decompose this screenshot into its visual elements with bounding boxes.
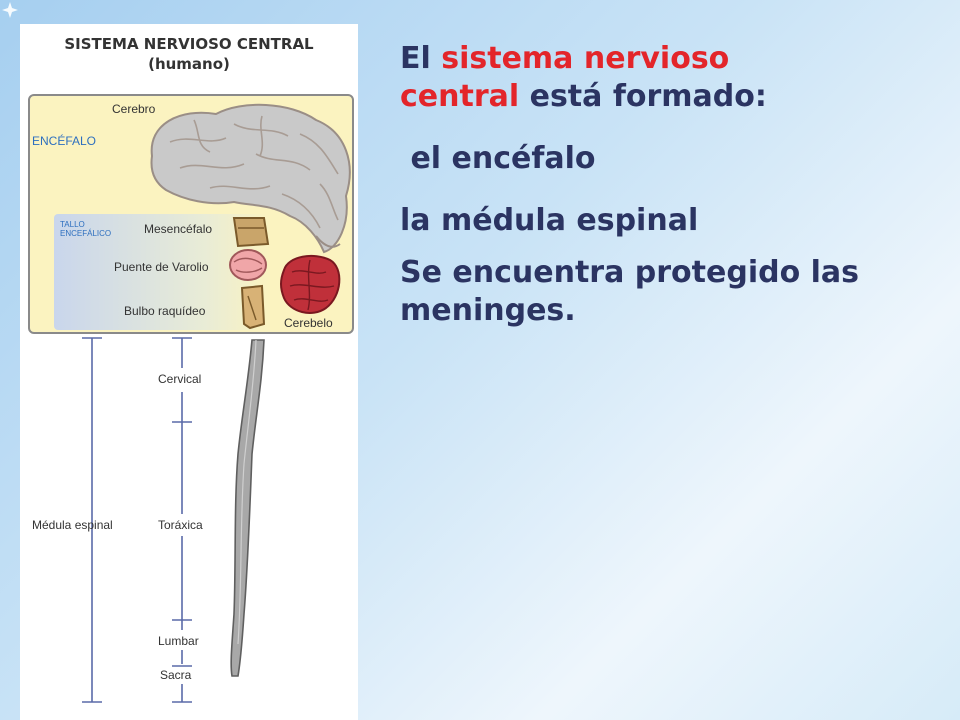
cerebelo-illustration bbox=[280, 254, 341, 314]
label-toraxica: Toráxica bbox=[158, 518, 203, 532]
label-cervical: Cervical bbox=[158, 372, 202, 386]
slide-text: El sistema nervioso central está formado… bbox=[400, 40, 900, 354]
label-lumbar: Lumbar bbox=[158, 634, 199, 648]
intro-suffix: está formado: bbox=[519, 79, 767, 114]
intro-prefix: El bbox=[400, 41, 442, 76]
label-tallo-line2: ENCEFÁLICO bbox=[60, 229, 112, 238]
corner-star-icon bbox=[2, 2, 18, 18]
segment-ruler bbox=[172, 337, 192, 703]
closing-paragraph: Se encuentra protegido las meninges. bbox=[400, 255, 860, 328]
figure-title-line2: (humano) bbox=[148, 55, 230, 73]
label-cerebelo: Cerebelo bbox=[284, 316, 333, 330]
intro-highlight-2: central bbox=[400, 79, 520, 114]
label-encefalo: ENCÉFALO bbox=[32, 134, 97, 148]
intro-paragraph: El sistema nervioso central está formado… bbox=[400, 40, 900, 116]
brain-illustration bbox=[150, 103, 351, 254]
label-cerebro: Cerebro bbox=[112, 102, 156, 116]
label-mesencefalo: Mesencéfalo bbox=[144, 222, 213, 236]
intro-highlight-1: sistema nervioso bbox=[441, 41, 730, 76]
label-puente: Puente de Varolio bbox=[114, 260, 209, 274]
bulbo-illustration bbox=[240, 284, 266, 330]
medula-bracket bbox=[82, 337, 102, 703]
figure-title: SISTEMA NERVIOSO CENTRAL (humano) bbox=[20, 34, 358, 74]
label-tallo-line1: TALLO bbox=[60, 220, 85, 229]
item-encefalo: el encéfalo bbox=[400, 141, 596, 176]
figure-title-line1: SISTEMA NERVIOSO CENTRAL bbox=[64, 35, 314, 53]
mesencefalo-illustration bbox=[232, 217, 270, 248]
anatomy-illustration bbox=[82, 103, 351, 703]
spinal-cord-illustration bbox=[230, 339, 265, 677]
label-tallo: TALLO ENCEFÁLICO bbox=[60, 220, 111, 238]
label-sacra: Sacra bbox=[160, 668, 192, 682]
label-bulbo: Bulbo raquídeo bbox=[124, 304, 206, 318]
nervous-system-figure: SISTEMA NERVIOSO CENTRAL (humano) bbox=[20, 24, 358, 720]
item-medula: la médula espinal bbox=[400, 203, 699, 238]
label-medula-espinal: Médula espinal bbox=[32, 518, 113, 532]
puente-illustration bbox=[229, 249, 267, 281]
